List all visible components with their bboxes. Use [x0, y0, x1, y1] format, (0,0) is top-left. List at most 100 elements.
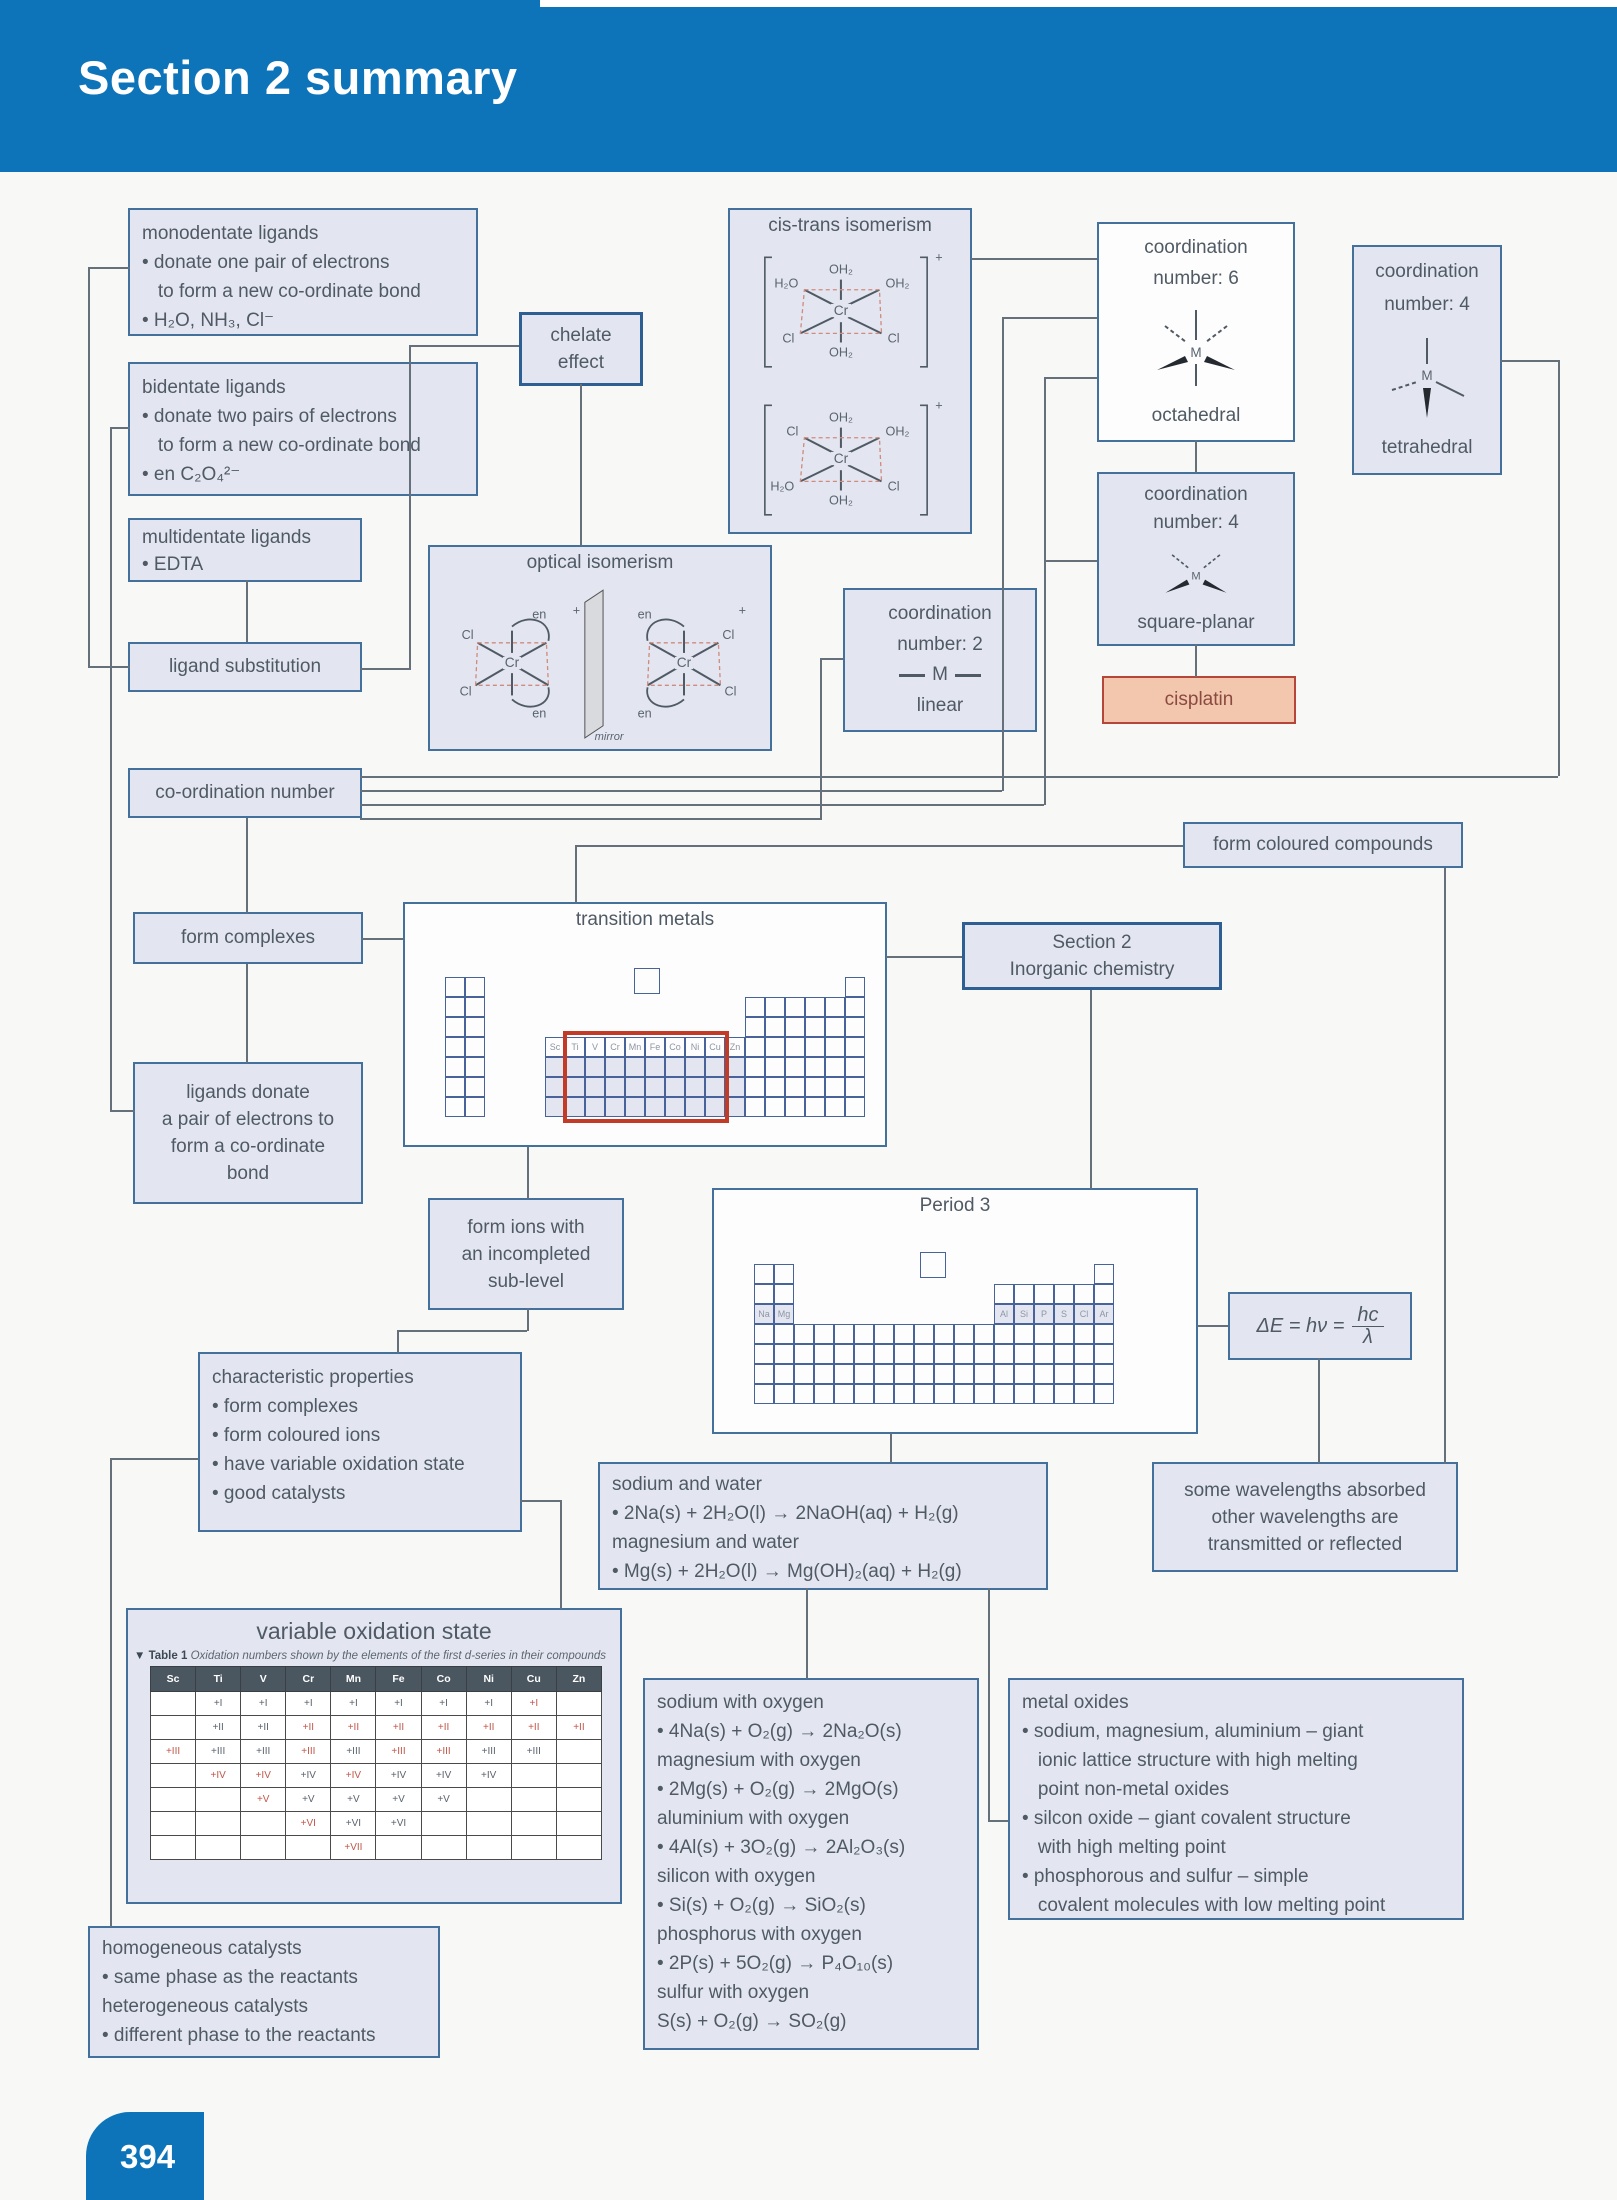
connector [1500, 360, 1558, 362]
periodic-cell [1034, 1284, 1054, 1304]
periodic-cell: Cr [605, 1037, 625, 1057]
periodic-cell [774, 1344, 794, 1364]
optical-isomerism-box: optical isomerism en en Cl Cl + Cr mirro… [428, 545, 772, 751]
periodic-cell [685, 1077, 705, 1097]
periodic-cell: Ni [685, 1037, 705, 1057]
periodic-cell [894, 1364, 914, 1384]
tetrahedral-m-diagram: M [1391, 338, 1465, 419]
connector [806, 1588, 808, 1679]
periodic-cell [994, 1324, 1014, 1344]
text-line: bidentate ligands [142, 377, 286, 398]
periodic-cell [994, 1364, 1014, 1384]
periodic-cell [854, 1324, 874, 1344]
svg-text:+: + [935, 398, 942, 412]
text-line: sodium and water [612, 1474, 762, 1495]
periodic-cell [785, 1097, 805, 1117]
ox-cell: +IV [330, 1763, 377, 1788]
ox-cell: +III [149, 1739, 197, 1764]
ox-cell [149, 1811, 197, 1836]
connector [580, 384, 582, 546]
periodic-cell [465, 997, 485, 1017]
periodic-cell [814, 1324, 834, 1344]
svg-text:Cr: Cr [834, 303, 849, 318]
periodic-cell [934, 1364, 954, 1384]
periodic-cell [1054, 1364, 1074, 1384]
periodic-cell [834, 1364, 854, 1384]
ox-cell: +IV [420, 1763, 467, 1788]
ox-cell: +V [330, 1787, 377, 1812]
periodic-cell [765, 1097, 785, 1117]
svg-text:Cr: Cr [677, 655, 692, 670]
svg-text:OH₂: OH₂ [829, 494, 853, 508]
ox-cell: +I [510, 1691, 557, 1716]
ox-header-cell: Fe [375, 1666, 422, 1692]
periodic-cell [934, 1344, 954, 1364]
periodic-cell [754, 1344, 774, 1364]
ox-cell [555, 1691, 603, 1716]
svg-text:Cl: Cl [786, 425, 798, 439]
connector [527, 1147, 529, 1199]
connector [520, 1500, 560, 1502]
square-planar-m-diagram: M [1165, 554, 1227, 593]
connector [88, 267, 130, 269]
svg-text:Cl: Cl [724, 684, 736, 698]
text-line: monodentate ligands [142, 223, 319, 244]
ox-cell: +V [420, 1787, 467, 1812]
periodic-cell [825, 1017, 845, 1037]
periodic-cell [754, 1364, 774, 1384]
ox-cell [510, 1763, 557, 1788]
text-line: • form coloured ions [212, 1425, 381, 1446]
periodic-cell [465, 1057, 485, 1077]
svg-text:Cl: Cl [460, 684, 472, 698]
text-line: • 2Na(s) + 2H₂O(l) → 2NaOH(aq) + H₂(g) [612, 1503, 959, 1524]
connector [988, 1588, 990, 1821]
periodic-cell [814, 1344, 834, 1364]
periodic-cell [914, 1364, 934, 1384]
periodic-cell [854, 1344, 874, 1364]
ox-cell: +I [465, 1691, 512, 1716]
periodic-cell [825, 1037, 845, 1057]
ox-cell: +II [555, 1715, 603, 1740]
periodic-cell: S [1054, 1304, 1074, 1324]
connector [1558, 360, 1560, 776]
text-line: with high melting point [1022, 1837, 1226, 1858]
periodic-cell [665, 1077, 685, 1097]
ox-cell [375, 1835, 422, 1860]
periodic-cell [645, 1057, 665, 1077]
periodic-cell [834, 1324, 854, 1344]
periodic-cell: Mg [774, 1304, 794, 1324]
connector [1002, 317, 1097, 319]
metal-oxides-box: metal oxides• sodium, magnesium, alumini… [1008, 1678, 1464, 1920]
ox-header-cell: Co [420, 1666, 467, 1692]
periodic-cell [1054, 1344, 1074, 1364]
periodic-cell [805, 1057, 825, 1077]
text-line: ligands donate [186, 1082, 310, 1103]
ox-cell [149, 1787, 197, 1812]
connector [360, 804, 1044, 806]
octahedral-m-diagram: M [1157, 309, 1235, 386]
period-3-title: Period 3 [919, 1195, 991, 1216]
ox-cell [555, 1835, 603, 1860]
ox-cell [420, 1811, 467, 1836]
coord6-line2: number: 6 [1153, 268, 1239, 290]
elements-with-oxygen-box: sodium with oxygen• 4Na(s) + O₂(g) → 2Na… [643, 1678, 979, 2050]
text-line: chelate [550, 325, 612, 346]
periodic-cell [625, 1077, 645, 1097]
coord4tet-line2: number: 4 [1384, 293, 1470, 315]
coord2-line2: number: 2 [897, 633, 983, 655]
svg-text:M: M [1190, 345, 1201, 360]
periodic-cell [994, 1284, 1014, 1304]
connector [820, 658, 843, 660]
periodic-cell: Co [665, 1037, 685, 1057]
cis-trans-isomerism-box: cis-trans isomerism + OH₂ OH₂ H₂O OH₂ Cl… [728, 208, 972, 534]
ox-cell: +II [330, 1715, 377, 1740]
connector [397, 1330, 399, 1353]
text-line: sodium with oxygen [657, 1692, 824, 1713]
linear-m-diagram: M [899, 664, 981, 686]
periodic-cell [465, 1097, 485, 1117]
coord2-line1: coordination [888, 602, 992, 624]
periodic-cell [1014, 1384, 1034, 1404]
text-line: • EDTA [142, 554, 204, 575]
